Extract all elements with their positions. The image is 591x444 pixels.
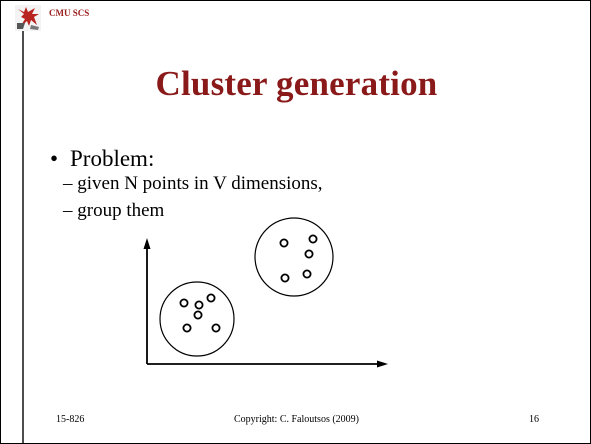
data-point: [179, 298, 189, 308]
bullet-marker: •: [50, 146, 59, 171]
data-point: [308, 234, 318, 244]
data-point: [206, 293, 216, 303]
data-point: [194, 300, 204, 310]
sub-item-2: – group them: [63, 200, 165, 221]
cluster-1: [159, 281, 235, 357]
x-axis-arrowhead: [377, 360, 388, 368]
slide-title: Cluster generation: [155, 64, 438, 103]
footer-copyright: Copyright: C. Faloutsos (2009): [233, 414, 359, 425]
sub-item-1: – given N points in V dimensions,: [63, 173, 323, 194]
left-rule: [22, 31, 24, 443]
data-point: [193, 310, 203, 320]
cmu-logo-icon: [15, 5, 41, 31]
footer-page-number: 16: [529, 414, 539, 425]
bullet-text: Problem:: [70, 146, 155, 171]
data-point: [279, 238, 289, 248]
data-point: [211, 323, 221, 333]
cluster-2: [254, 217, 334, 297]
data-point: [302, 269, 312, 279]
bullet-item: • Problem:: [50, 146, 154, 172]
data-point: [304, 249, 314, 259]
cluster-boundary: [159, 281, 235, 357]
data-point: [182, 323, 192, 333]
header-lab-label: CMU SCS: [49, 8, 90, 18]
data-point: [280, 273, 290, 283]
y-axis-arrowhead: [143, 238, 151, 249]
cluster-boundary: [254, 217, 334, 297]
footer-course: 15-826: [56, 414, 85, 425]
axes: [143, 238, 388, 368]
